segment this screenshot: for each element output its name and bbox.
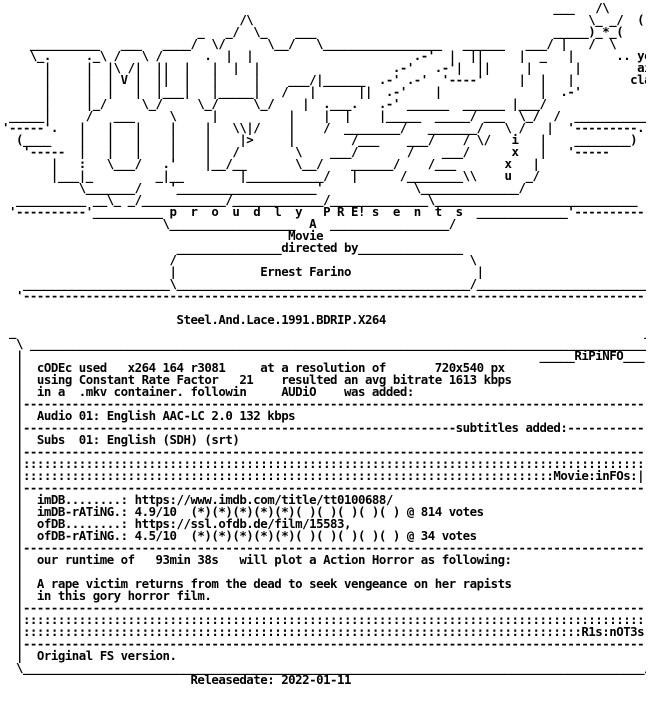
nfo-line: \_______________________________________…	[2, 660, 646, 675]
nfo-line: '---------------------------------------…	[2, 288, 646, 303]
nfo-line: | in this gory horror film. |	[2, 588, 646, 603]
nfo-line: \_______/ '____________________' \______…	[2, 180, 526, 195]
nfo-line: | ofDB-rATiNG.: 4.5/10 (*)(*)(*)(*)(*)( …	[2, 528, 646, 543]
nfo-line: | |_/ \_/ \_/ \_/ | .___. .-' ______ ___…	[2, 96, 547, 111]
nfo-line: | ofDB........: https://ssl.ofdb.de/film…	[2, 516, 646, 531]
nfo-line: _ _	[2, 324, 646, 339]
nfo-line: |:::::::::::::::::::::::::::::::::::::::…	[2, 624, 646, 639]
nfo-line: '----- | | | | | / \ ___/ / ___/ x | '--…	[2, 144, 610, 159]
nfo-line: \_. ._\ / \ / . | | .-' | || | _ | .. yo…	[2, 48, 646, 63]
nfo-line: |___|_ _|__ |___________/ | /________\\ …	[2, 168, 540, 183]
nfo-line: |---------------------------------------…	[2, 420, 646, 435]
nfo-line: ___ /\	[2, 2, 610, 15]
nfo-line: '----------'__________ p r o u d l y P R…	[2, 204, 646, 219]
nfo-line: '-----'. | | | | | \\|/ | / ________/ __…	[2, 120, 645, 135]
nfo-line: | using Constant Rate Factor 21 resulted…	[2, 372, 646, 387]
nfo-line: _____| / ___ \ | | | | |_____ _____/ ___…	[2, 108, 646, 123]
nfo-line: \__________________ A _________________/	[2, 216, 457, 231]
nfo-line: _ _/ \_ ___ _____)_*_(	[2, 24, 624, 39]
nfo-line: | imDB........: https://www.imdb.com/tit…	[2, 492, 646, 507]
nfo-line: | in a .mkv container. followin AUDiO wa…	[2, 384, 646, 399]
nfo-line: | Original FS version. |	[2, 648, 646, 663]
nfo-line: | A rape victim returns from the dead to…	[2, 576, 646, 591]
nfo-line: /\ \_ _/ (	[2, 12, 645, 27]
nfo-line: _____________________\__________________…	[2, 276, 646, 291]
nfo-line: | | | | |___| |_____| / | || .-' | | .-'	[2, 84, 582, 99]
nfo-line: | Audio 01: English AAC-LC 2.0 132 kbps …	[2, 408, 646, 423]
nfo-line: | Ernest Farino |	[2, 264, 485, 279]
nfo-line: |---------------------------------------…	[2, 396, 646, 411]
nfo-line: Movie	[2, 228, 324, 243]
nfo-line: | | | V | || | | | ___/|______ .-' .-' '…	[2, 72, 646, 87]
nfo-line: __________ __\_ _/____________/_________…	[2, 192, 638, 207]
nfo-line: | our runtime of 93min 38s will plot a A…	[2, 552, 646, 567]
nfo-line: | imDB-rATiNG.: 4.9/10 (*)(*)(*)(*)(*)( …	[2, 504, 646, 519]
nfo-line: |---------------------------------------…	[2, 480, 646, 495]
nfo-line: |---------------------------------------…	[2, 444, 646, 459]
nfo-line: Releasedate: 2022-01-11	[2, 672, 351, 686]
nfo-line: __________ ___ ____/ \/ \__/ \__________…	[2, 36, 617, 51]
nfo-line: | _____RiPiNFO___|	[2, 348, 646, 363]
nfo-line: |:::::::::::::::::::::::::::::::::::::::…	[2, 456, 646, 471]
nfo-line: | cODEc used x264 164 r3081 at a resolut…	[2, 360, 646, 375]
nfo-line: Steel.And.Lace.1991.BDRIP.X264	[2, 312, 386, 327]
nfo-line: |---------------------------------------…	[2, 600, 646, 615]
nfo-line: _______________directed by______________…	[2, 240, 463, 255]
nfo-line: (____ | | | | | |> | /___ ___/ / \/ i | …	[2, 132, 638, 147]
nfo-line: | Subs 01: English (SDH) (srt) |	[2, 432, 646, 447]
nfo-text-document: ___ /\ /\ \_ _/ ( _ _/ \_ ___ _____)_*_(…	[2, 2, 646, 686]
nfo-line: | : \___/ .' |__/__ \__/ ______/ /___ x …	[2, 156, 540, 171]
nfo-line: \ ______________________________________…	[2, 336, 646, 351]
nfo-line: | |	[2, 564, 646, 579]
nfo-line: |:::::::::::::::::::::::::::::::::::::::…	[2, 612, 646, 627]
nfo-line: | | |\ /| || | | | | .-' .-'| || | | ain…	[2, 60, 646, 75]
nfo-line: |:::::::::::::::::::::::::::::::::::::::…	[2, 468, 645, 483]
nfo-line: / \	[2, 252, 478, 267]
nfo-line: |---------------------------------------…	[2, 540, 646, 555]
nfo-line: |---------------------------------------…	[2, 636, 646, 651]
